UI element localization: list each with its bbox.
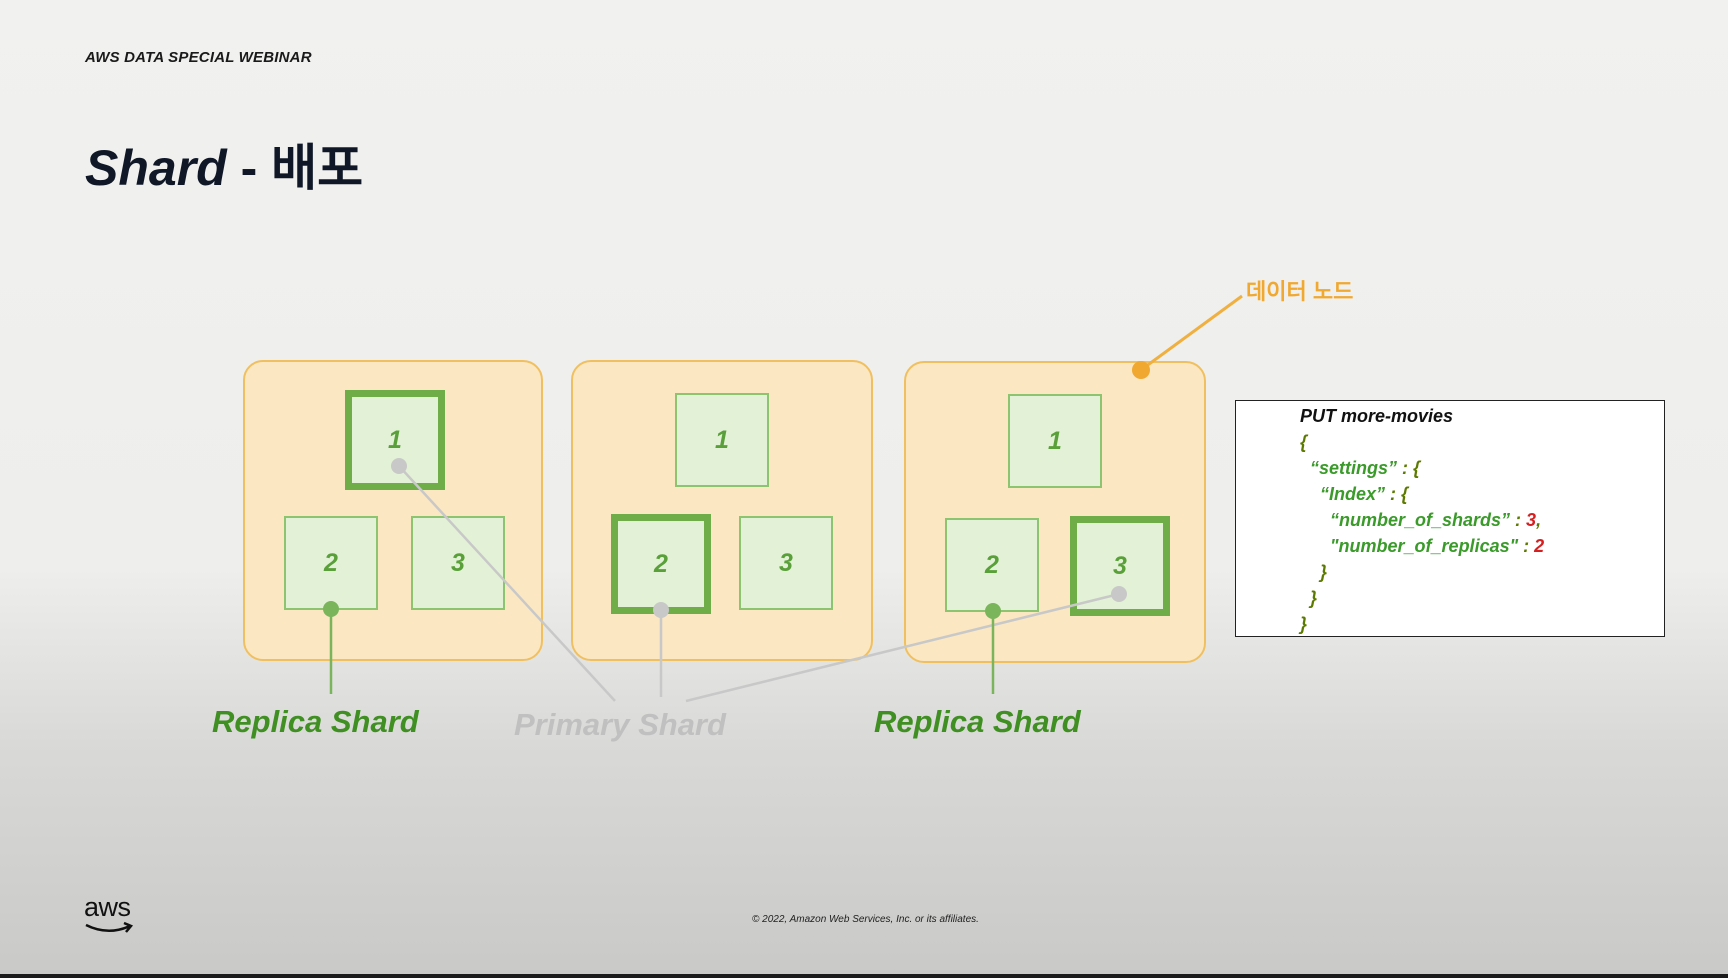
aws-smile-icon xyxy=(85,921,134,933)
primary-dot-1 xyxy=(391,458,407,474)
data-node-3: 1 2 3 xyxy=(904,361,1206,663)
primary-shard-1: 1 xyxy=(345,390,445,490)
shards-value: 3 xyxy=(1526,510,1537,530)
slide-title: Shard - 배포 xyxy=(85,128,363,200)
title-english: Shard xyxy=(85,140,227,196)
replica-shard-2: 2 xyxy=(284,516,378,610)
aws-logo: aws xyxy=(84,892,140,936)
replica-shard-label-left: Replica Shard xyxy=(212,704,419,739)
code-line-close-1: } xyxy=(1320,562,1328,582)
primary-shard-label: Primary Shard xyxy=(514,707,726,742)
replica-shard-label-right: Replica Shard xyxy=(874,704,1081,739)
code-line-put: PUT more-movies xyxy=(1300,406,1454,426)
replicas-key: "number_of_replicas" xyxy=(1330,536,1519,556)
code-line-close-2: } xyxy=(1310,588,1318,608)
data-node-label: 데이터 노드 xyxy=(1246,279,1354,304)
code-line-close-3: } xyxy=(1300,614,1308,634)
code-line-index: “Index” : { xyxy=(1320,484,1408,504)
replica-shard-1: 1 xyxy=(675,393,769,487)
replica-shard-3: 3 xyxy=(739,516,833,610)
primary-dot-2 xyxy=(653,602,669,618)
code-line-settings: “settings” : { xyxy=(1310,458,1420,478)
code-line-open: { xyxy=(1300,432,1308,452)
code-line-replicas: "number_of_replicas" : 2 xyxy=(1330,536,1544,556)
aws-logo-text: aws xyxy=(84,892,131,922)
data-node-callout-dot xyxy=(1132,361,1150,379)
settings-rest: : { xyxy=(1397,458,1421,478)
primary-dot-3 xyxy=(1111,586,1127,602)
primary-connector-1 xyxy=(398,465,616,702)
title-korean: 배포 xyxy=(271,140,364,196)
index-rest: : { xyxy=(1385,484,1409,504)
copyright-text: © 2022, Amazon Web Services, Inc. or its… xyxy=(752,914,979,925)
data-node-1: 1 2 3 xyxy=(243,360,543,661)
bottom-bar xyxy=(0,974,1728,978)
shards-key: “number_of_shards” xyxy=(1330,510,1511,530)
title-separator: - xyxy=(226,140,272,196)
data-node-callout-line xyxy=(1140,294,1243,372)
data-node-2: 1 2 3 xyxy=(571,360,873,661)
shards-comma: , xyxy=(1536,510,1542,530)
replica-dot-right xyxy=(985,603,1001,619)
replica-dot-left xyxy=(323,601,339,617)
settings-key: “settings” xyxy=(1310,458,1398,478)
webinar-header: AWS DATA SPECIAL WEBINAR xyxy=(85,49,312,66)
shards-colon: : xyxy=(1510,510,1527,530)
replicas-value: 2 xyxy=(1534,536,1545,556)
replicas-colon: : xyxy=(1518,536,1535,556)
index-settings-code: PUT more-movies { “settings” : { “Index”… xyxy=(1235,400,1665,637)
code-line-shards: “number_of_shards” : 3, xyxy=(1330,510,1541,530)
replica-shard-1: 1 xyxy=(1008,394,1102,488)
primary-connector-3 xyxy=(685,592,1120,703)
index-key: “Index” xyxy=(1320,484,1386,504)
